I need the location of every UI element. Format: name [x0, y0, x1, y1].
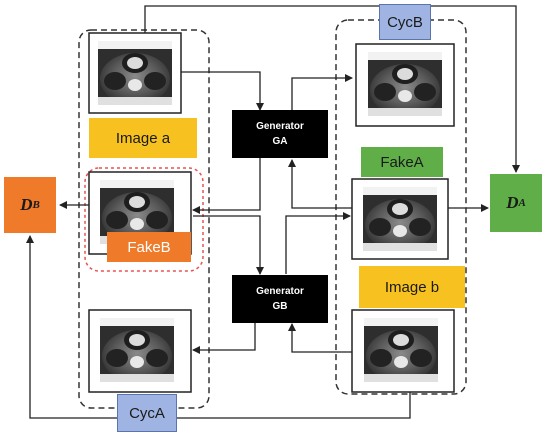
arrow-gb-to-cyca — [192, 322, 256, 354]
image-a-label: Image a — [89, 118, 197, 158]
image-a-scan — [88, 32, 182, 114]
fakeb-highlight — [84, 167, 204, 272]
arrow-image-a-to-ga — [181, 71, 264, 111]
cyc-a-label: CycA — [117, 394, 177, 432]
generator-ga-line1: Generator — [256, 121, 304, 132]
arrow-image-b-to-gb — [288, 323, 352, 353]
cyc-a-scan — [88, 309, 192, 393]
generator-ga: Generator GA — [232, 110, 328, 158]
fake-b-label: FakeB — [107, 232, 191, 262]
generator-ga-line2: GA — [272, 136, 288, 147]
image-b-label: Image b — [359, 266, 465, 308]
arrow-fakea-to-ga — [288, 159, 352, 209]
da-letter: D — [506, 193, 519, 212]
db-subscript: B — [32, 199, 40, 211]
cyc-b-label: CycB — [379, 4, 431, 40]
arrow-ga-to-cycb — [291, 74, 353, 110]
fake-a-label: FakeA — [361, 147, 443, 177]
generator-gb: Generator GB — [232, 275, 328, 323]
arrow-image-a-to-da — [144, 5, 520, 173]
da-subscript: A — [518, 197, 526, 209]
arrow-image-b-to-db — [26, 235, 411, 419]
arrow-ga-to-fakeb — [192, 158, 261, 214]
arrow-fakeb-to-gb — [193, 215, 264, 275]
generator-gb-line2: GB — [272, 301, 288, 312]
cyc-b-scan — [355, 43, 455, 127]
image-b-scan — [351, 309, 455, 393]
fake-a-scan — [351, 178, 449, 260]
arrow-gb-to-fakea — [285, 212, 351, 274]
db-letter: D — [20, 195, 33, 214]
generator-gb-line1: Generator — [256, 286, 304, 297]
